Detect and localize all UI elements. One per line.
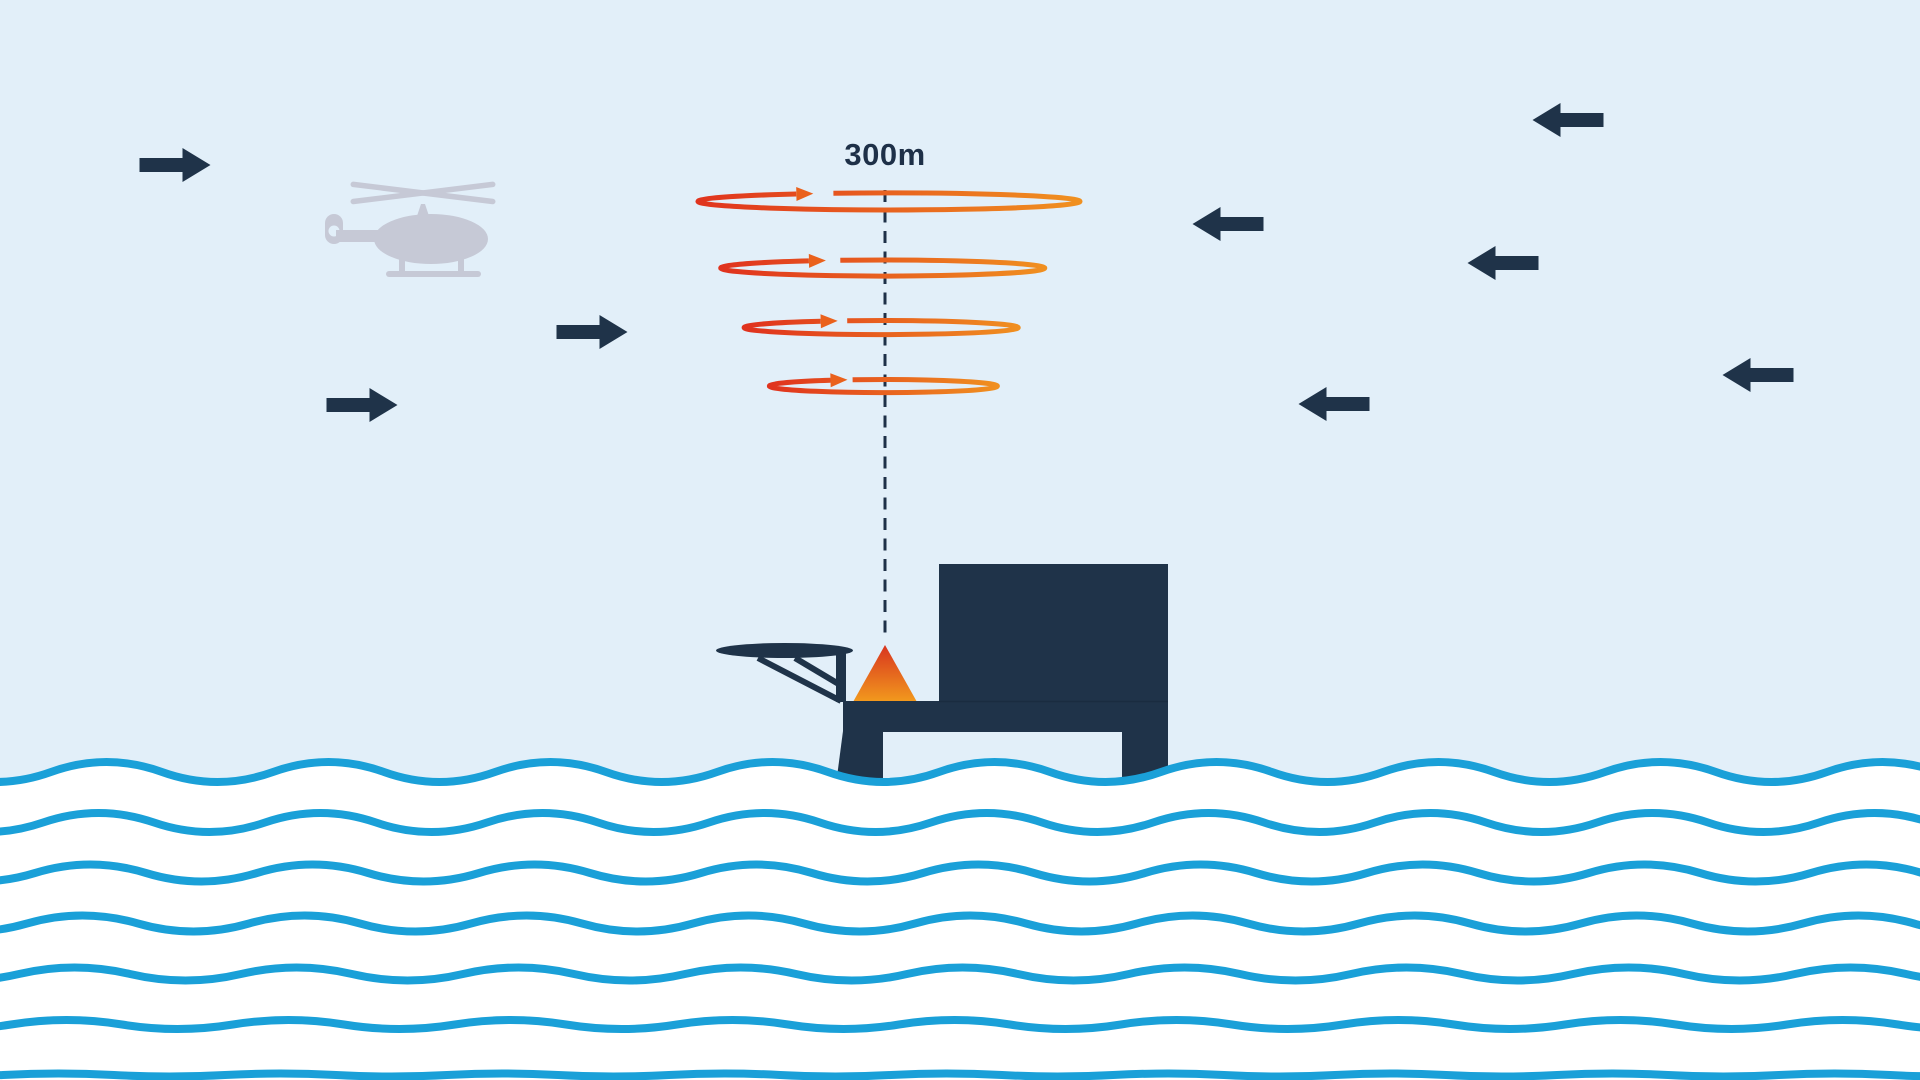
helideck-brace [793, 655, 844, 689]
helicopter-body [374, 214, 488, 264]
wind-arrow-left [1298, 387, 1370, 421]
plume-ring-arrowhead-icon [808, 253, 826, 268]
wave-line [0, 809, 1920, 836]
plume-ring-arrowhead-icon [830, 373, 848, 388]
wave-line [0, 1016, 1920, 1033]
wind-arrow-right [139, 148, 211, 182]
wind-arrow-left [1467, 246, 1539, 280]
helideck-post [836, 649, 846, 702]
helicopter-rotor-mast [417, 204, 429, 216]
platform-deck [843, 701, 1168, 732]
wind-arrow-right [326, 388, 398, 422]
helicopter-skid-strut [399, 256, 405, 273]
wind-arrow-right [556, 315, 628, 349]
wave-line [0, 860, 1920, 886]
helicopter-skid-strut [458, 252, 464, 273]
helicopter-skid-bar [386, 271, 481, 277]
helicopter-rotor-blade-icon [350, 181, 496, 205]
wind-arrow-left [1192, 207, 1264, 241]
wave-line [0, 911, 1920, 936]
oil-platform [716, 564, 1168, 792]
plume-ring-arrowhead-icon [820, 314, 838, 329]
wind-arrow-left [1722, 358, 1794, 392]
wave-line [0, 1069, 1920, 1080]
topside-module [939, 564, 1168, 702]
helideck-brace [756, 655, 843, 704]
helicopter [325, 181, 496, 277]
sea-surface [0, 762, 1920, 1080]
helideck [716, 643, 853, 658]
altitude-label: 300m [844, 137, 926, 172]
ocean-layer [0, 758, 1920, 1080]
plume-ring-arrowhead-icon [796, 187, 814, 201]
flare-flame [853, 645, 917, 702]
plume-ring [695, 190, 1083, 213]
wind-arrow-left [1532, 103, 1604, 137]
wind-arrows-layer [139, 103, 1794, 422]
wave-line [0, 758, 1920, 786]
plume-rings-layer [695, 187, 1083, 396]
plume-ring [766, 377, 1000, 396]
plume-ring [718, 257, 1048, 279]
plume-ring [741, 318, 1021, 338]
wave-line [0, 963, 1920, 985]
